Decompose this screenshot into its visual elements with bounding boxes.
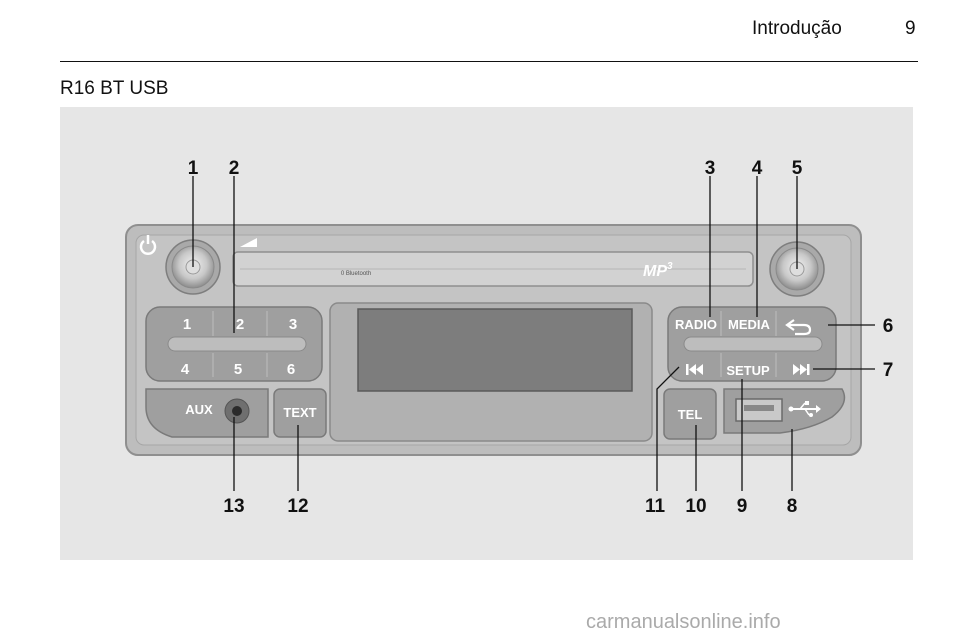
preset-6-button[interactable]: 6: [287, 361, 295, 378]
preset-4-button[interactable]: 4: [181, 361, 190, 378]
section-heading: R16 BT USB: [60, 78, 169, 99]
callout-11: 11: [645, 496, 666, 517]
page-number: 9: [905, 18, 916, 39]
header-rule: [60, 61, 918, 62]
display-screen: [357, 308, 633, 392]
preset-3-button[interactable]: 3: [289, 316, 297, 333]
leader-11: [656, 366, 680, 491]
callout-2: 2: [229, 158, 240, 179]
callout-7: 7: [883, 360, 894, 381]
callout-8: 8: [787, 496, 798, 517]
preset-5-button[interactable]: 5: [234, 361, 242, 378]
preset-1-button[interactable]: 1: [183, 316, 191, 333]
page-header-title: Introdução: [752, 18, 842, 39]
slot-text: 0 Bluetooth: [341, 271, 371, 277]
callout-10: 10: [685, 496, 706, 517]
callout-6: 6: [883, 316, 894, 337]
callout-12: 12: [287, 496, 308, 517]
skip-back-icon[interactable]: [686, 364, 703, 375]
text-button[interactable]: [273, 388, 327, 438]
radio-illustration: 0 Bluetooth MP3 1 2 3 4 5 6: [125, 158, 894, 517]
preset-2-button[interactable]: 2: [236, 316, 244, 333]
callout-4: 4: [752, 158, 763, 179]
mp3-logo: MP3: [643, 261, 673, 280]
skip-forward-icon[interactable]: [793, 364, 810, 375]
callout-5: 5: [792, 158, 803, 179]
media-button[interactable]: MEDIA: [728, 317, 771, 332]
watermark: carmanualsonline.info: [586, 611, 781, 633]
setup-button[interactable]: SETUP: [726, 363, 770, 378]
callout-13: 13: [223, 496, 244, 517]
usb-icon: [788, 401, 821, 417]
radio-button[interactable]: RADIO: [675, 317, 717, 332]
aux-button-label: AUX: [185, 402, 213, 417]
callout-3: 3: [705, 158, 716, 179]
text-button-label: TEXT: [283, 405, 316, 420]
callout-1: 1: [188, 158, 199, 179]
tel-button[interactable]: [663, 388, 717, 440]
aux-jack[interactable]: [224, 398, 250, 424]
tel-button-label: TEL: [678, 407, 703, 422]
back-icon[interactable]: [785, 319, 812, 336]
volume-icon: [240, 238, 257, 247]
power-icon: [139, 235, 157, 255]
callout-9: 9: [737, 496, 748, 517]
radio-figure: 0 Bluetooth MP3 1 2 3 4 5 6: [60, 107, 913, 560]
